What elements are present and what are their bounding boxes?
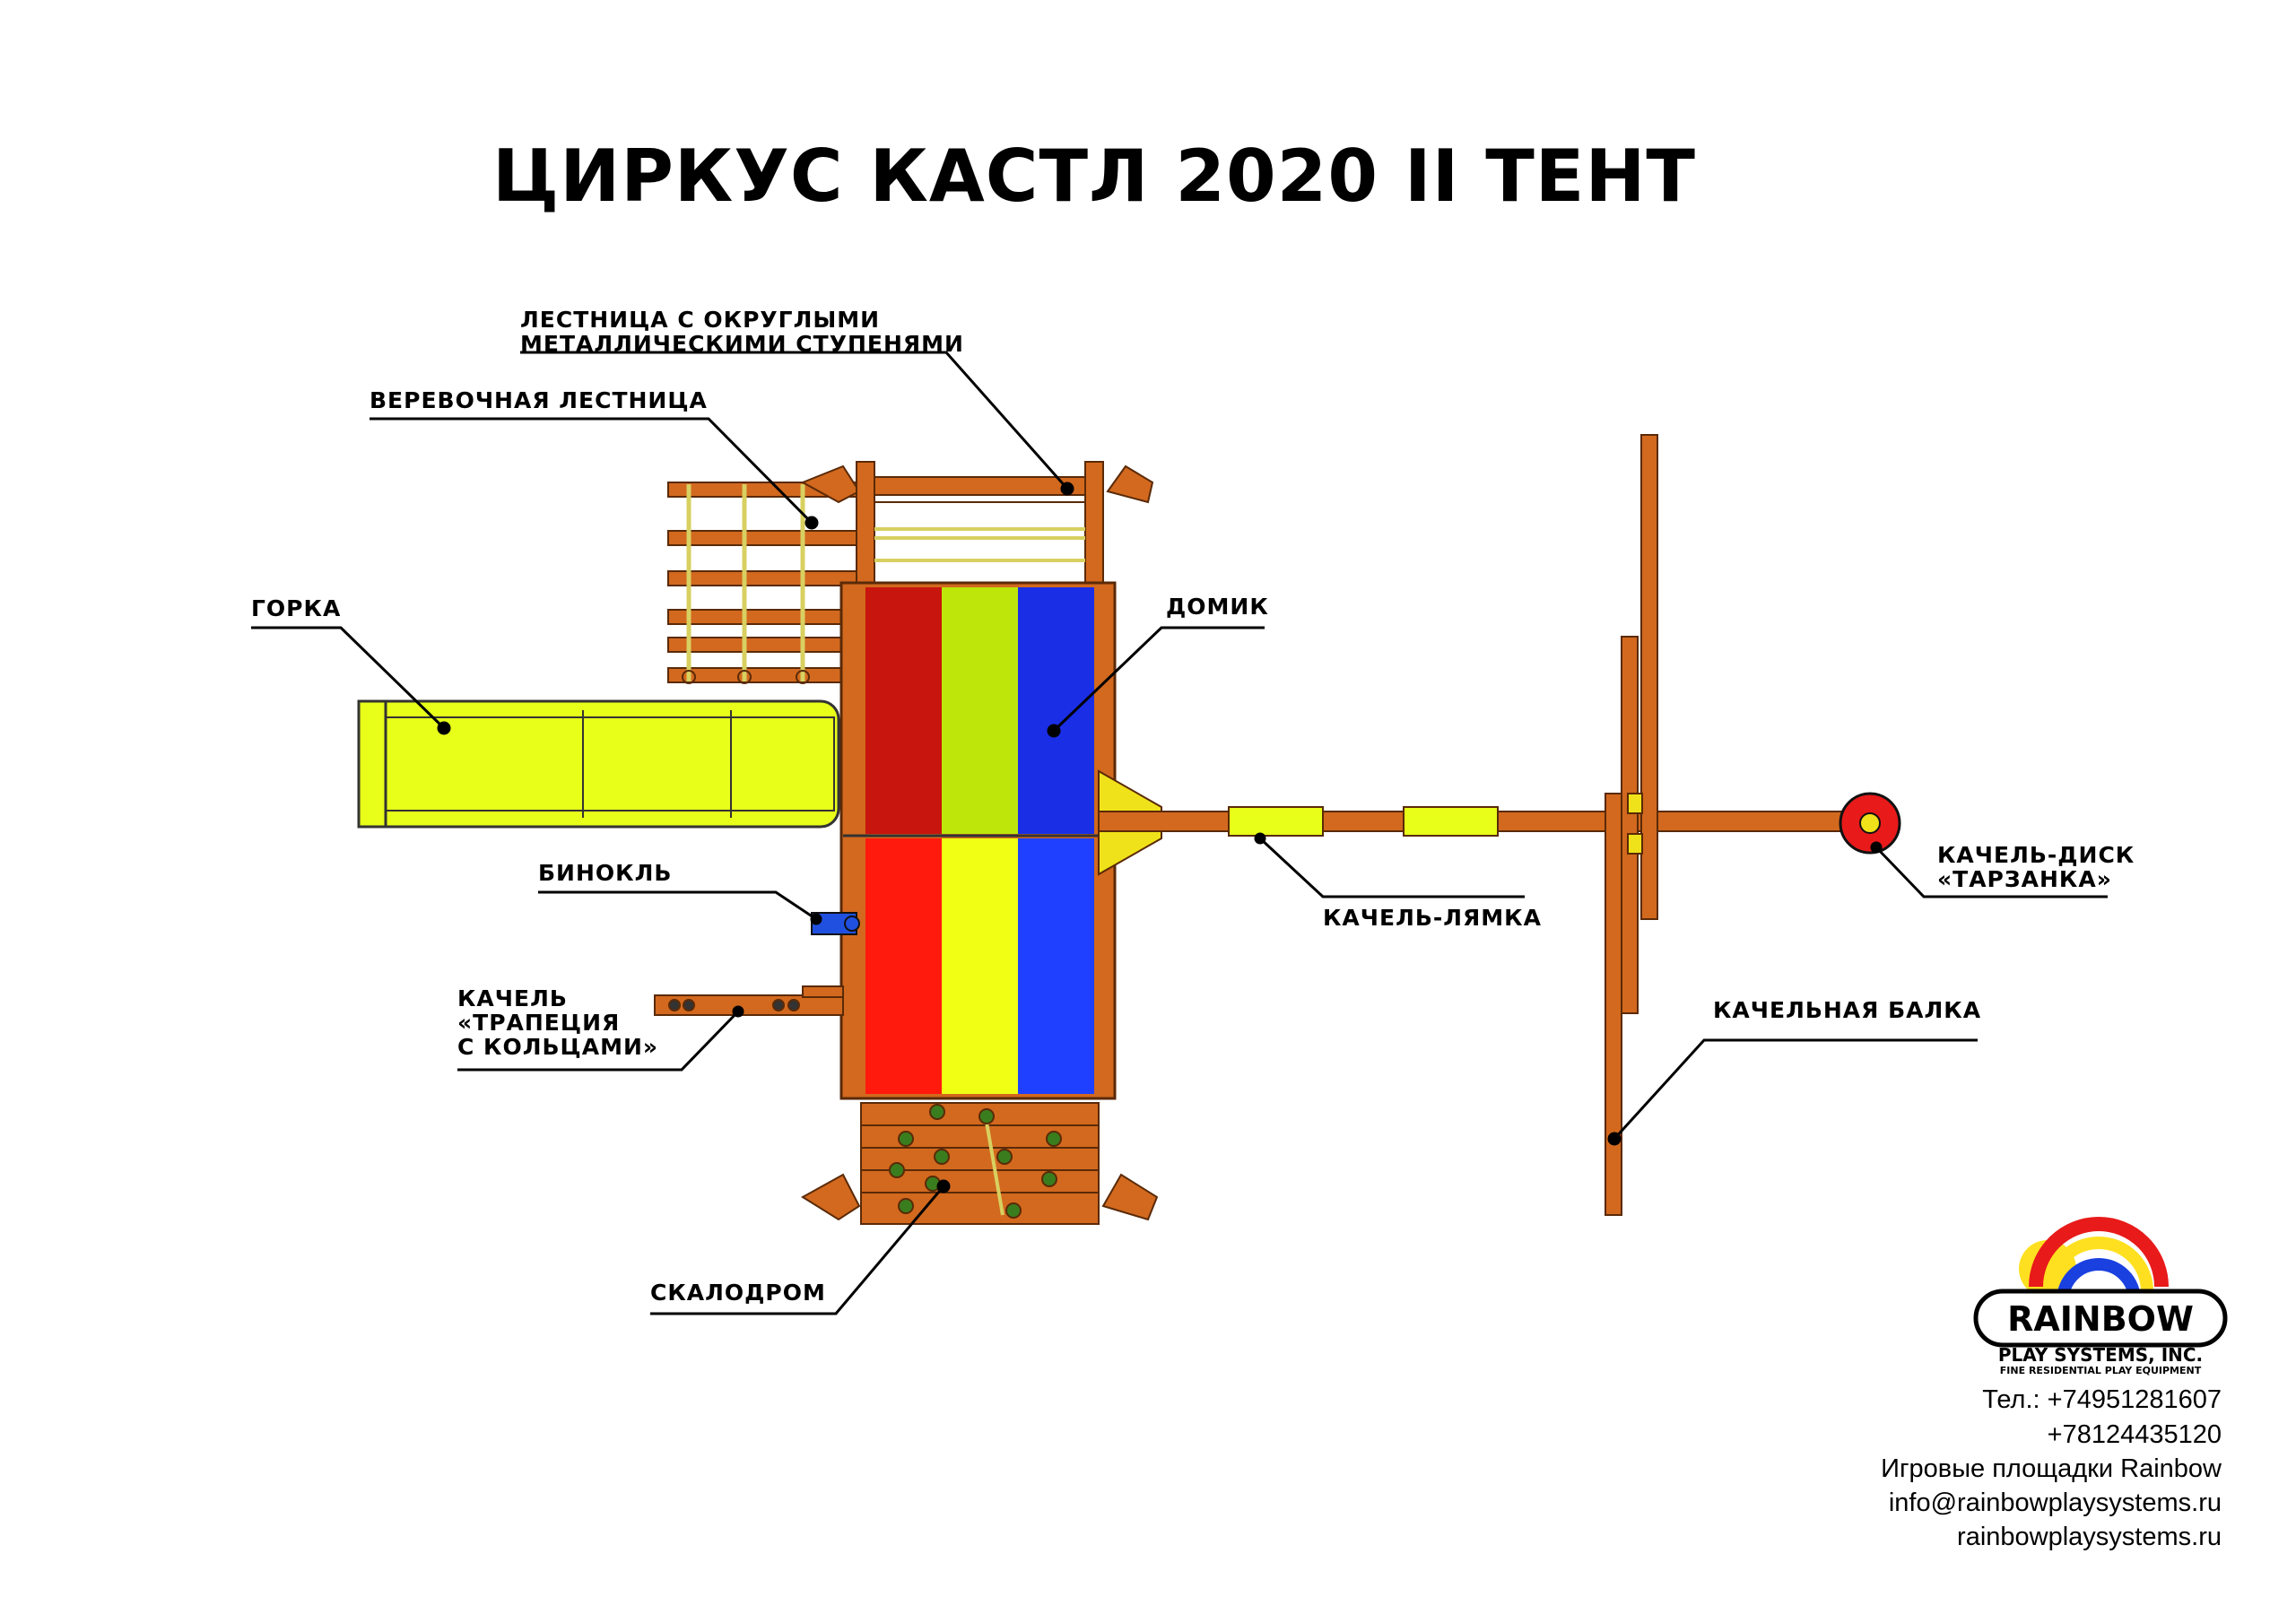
contact-company: Игровые площадки Rainbow	[1881, 1454, 2222, 1483]
label-binoculars: БИНОКЛЬ	[538, 860, 673, 886]
contact-phone1: Тел.: +74951281607	[1982, 1385, 2222, 1414]
logo-brand: RAINBOW	[2007, 1299, 2194, 1339]
label-disc-swing-line1: КАЧЕЛЬ-ДИСК	[1937, 842, 2135, 868]
house	[839, 581, 1117, 1100]
contact-phone2: +78124435120	[2047, 1420, 2222, 1449]
contact-site[interactable]: rainbowplaysystems.ru	[1957, 1523, 2222, 1551]
logo-line2: PLAY SYSTEMS, INC.	[1998, 1344, 2203, 1366]
rainbow-logo: RAINBOW PLAY SYSTEMS, INC. FINE RESIDENT…	[1973, 1217, 2228, 1376]
label-trapeze-line1: КАЧЕЛЬ	[457, 985, 568, 1011]
label-slide: ГОРКА	[251, 595, 342, 621]
rope-ladder	[667, 482, 865, 684]
label-disc-swing-line2: «ТАРЗАНКА»	[1937, 866, 2112, 892]
label-trapeze-line2: «ТРАПЕЦИЯ	[457, 1010, 621, 1036]
contact-email[interactable]: info@rainbowplaysystems.ru	[1888, 1488, 2222, 1517]
slide	[357, 699, 840, 829]
label-climbing-wall: СКАЛОДРОМ	[650, 1280, 826, 1306]
trapeze-arm	[654, 985, 844, 1016]
climbing-wall	[801, 1102, 1159, 1225]
label-trapeze-line3: С КОЛЬЦАМИ»	[457, 1034, 659, 1060]
label-rope-ladder: ВЕРЕВОЧНАЯ ЛЕСТНИЦА	[370, 387, 708, 413]
logo-line3: FINE RESIDENTIAL PLAY EQUIPMENT	[2000, 1365, 2202, 1376]
label-belt-swing: КАЧЕЛЬ-ЛЯМКА	[1323, 905, 1542, 931]
label-ladder-line1: ЛЕСТНИЦА С ОКРУГЛЫМИ	[520, 307, 881, 333]
page-title: ЦИРКУС КАСТЛ 2020 II ТЕНТ	[492, 135, 1696, 218]
label-house: ДОМИК	[1166, 594, 1269, 620]
label-ladder-line2: МЕТАЛЛИЧЕСКИМИ СТУПЕНЯМИ	[520, 331, 964, 357]
callout-lines	[251, 351, 2108, 1315]
disc-swing	[1839, 792, 1901, 855]
label-swing-beam: КАЧЕЛЬНАЯ БАЛКА	[1713, 997, 1982, 1023]
swing-beam	[1098, 434, 1880, 1216]
